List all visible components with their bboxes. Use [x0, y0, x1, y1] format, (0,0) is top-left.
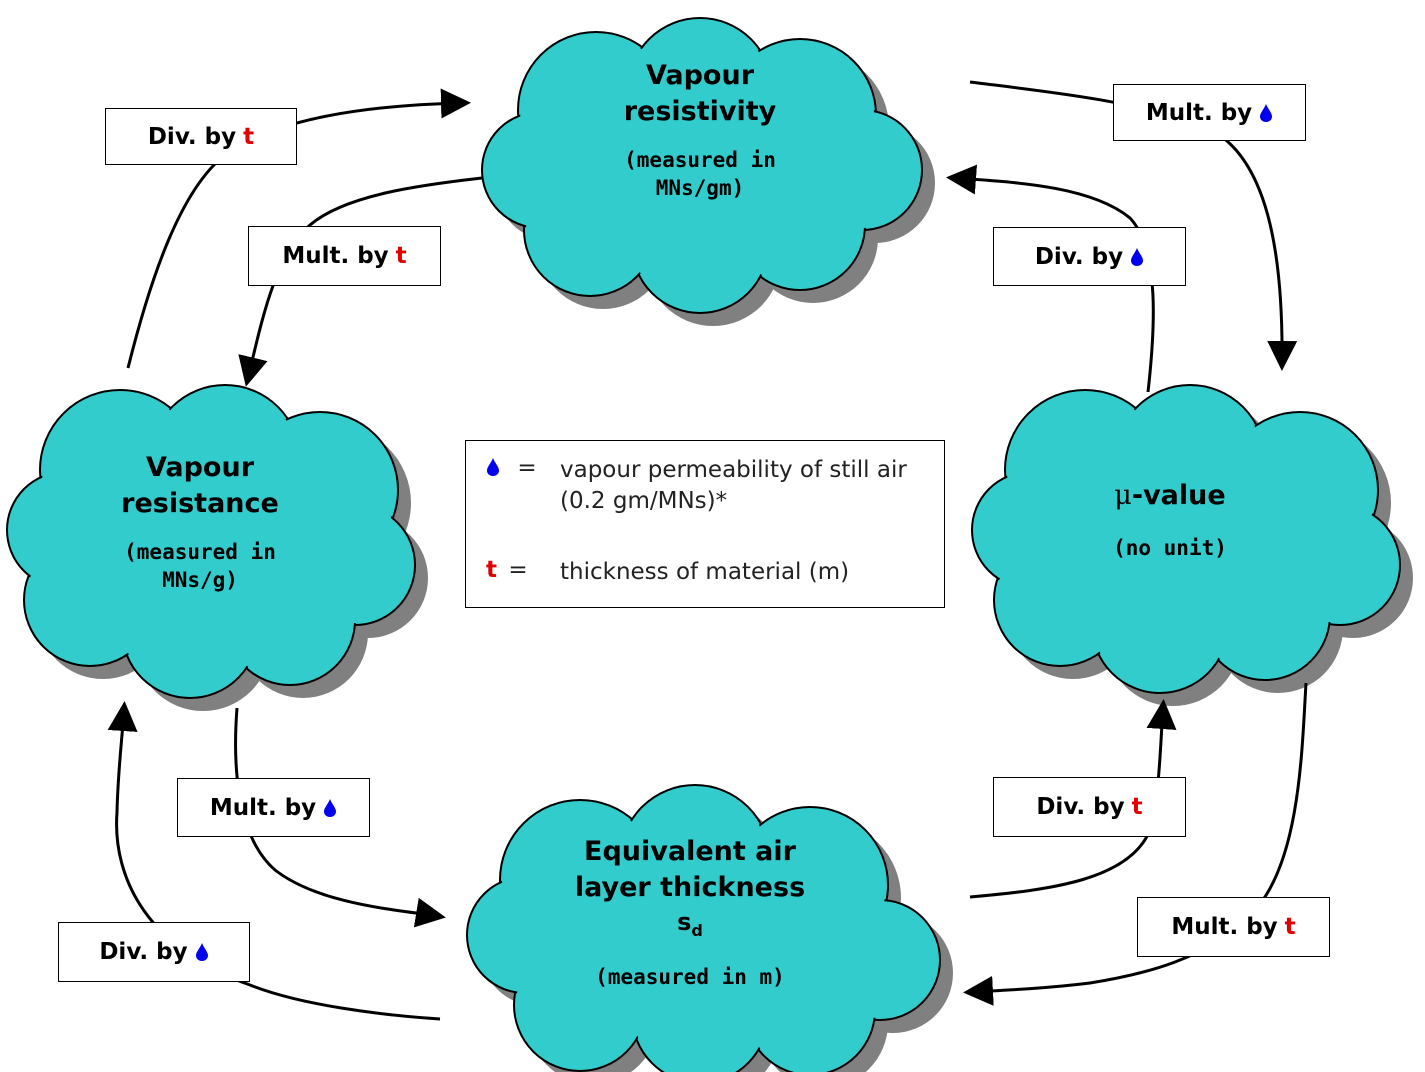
node-title-line2: resistance — [121, 488, 279, 519]
legend-key-t: t = — [486, 557, 560, 588]
op-resistivity-to-mu: Mult. by — [1113, 84, 1306, 141]
op-label: Div. by — [99, 939, 188, 965]
thickness-symbol: t — [1284, 914, 1296, 940]
water-drop-icon — [1131, 247, 1144, 266]
node-unit: (measured in m) — [595, 965, 785, 989]
legend-desc-thickness: thickness of material (m) — [560, 559, 850, 585]
water-drop-icon — [487, 458, 499, 476]
mu-title-text: -value — [1131, 480, 1226, 511]
op-label: Div. by — [1036, 794, 1125, 820]
sd-subscript: d — [691, 921, 703, 940]
op-label: Mult. by — [209, 794, 317, 821]
legend-equals: = — [508, 557, 528, 583]
op-label: Div. by — [1034, 243, 1124, 270]
node-title-line1: Vapour — [145, 452, 255, 483]
clouds — [6, 17, 1401, 1072]
op-resistance-to-sd: Mult. by — [177, 778, 370, 837]
op-mu-to-resistivity: Div. by — [993, 227, 1186, 286]
thickness-symbol: t — [395, 243, 407, 269]
node-symbol: sd — [540, 906, 840, 947]
cloud-mu-value — [971, 384, 1401, 694]
legend: = vapour permeability of still air (0.2 … — [465, 440, 945, 608]
water-drop-icon — [1260, 103, 1273, 122]
node-title: μ-value — [1030, 478, 1310, 514]
sd-symbol: s — [677, 908, 692, 936]
water-drop-icon — [195, 943, 208, 961]
legend-desc-permeability: vapour permeability of still air (0.2 gm… — [560, 457, 907, 514]
arrow-resistivity-to-resistance — [238, 176, 483, 387]
water-drop-icon — [324, 798, 337, 817]
arrow-mu-to-resistivity — [946, 164, 1155, 393]
cloud-vapour-resistance — [6, 384, 416, 699]
legend-t-symbol: t — [486, 557, 497, 583]
cloud-vapour-resistivity — [481, 17, 923, 314]
node-title-line1: Vapour — [645, 60, 755, 91]
op-label: Div. by — [147, 123, 237, 150]
op-label: Mult. by — [1171, 914, 1278, 940]
node-unit-line2: MNs/gm) — [655, 176, 745, 200]
node-unit-line1: (measured in — [624, 148, 776, 172]
node-unit-line2: MNs/g) — [162, 568, 238, 592]
legend-row-thickness: t = thickness of material (m) — [486, 557, 930, 588]
node-title-line2: layer thickness — [574, 872, 806, 903]
thickness-symbol: t — [243, 123, 255, 150]
node-equivalent-air-layer: Equivalent air layer thickness sd (measu… — [540, 834, 840, 991]
mu-symbol: μ — [1114, 480, 1132, 511]
op-label: Mult. by — [1145, 99, 1253, 126]
op-sd-to-resistance: Div. by — [58, 922, 250, 982]
node-vapour-resistivity: Vapour resistivity (measured in MNs/gm) — [560, 58, 840, 202]
node-title-line2: resistivity — [623, 96, 777, 127]
legend-key-drop: = — [486, 455, 560, 517]
thickness-symbol: t — [1131, 794, 1143, 820]
node-vapour-resistance: Vapour resistance (measured in MNs/g) — [60, 450, 340, 594]
legend-row-permeability: = vapour permeability of still air (0.2 … — [486, 455, 930, 517]
node-unit-line1: (measured in — [124, 540, 276, 564]
op-label: Mult. by — [282, 243, 389, 269]
node-title-line1: Equivalent air — [584, 836, 796, 867]
cloud-equivalent-air-layer — [466, 784, 941, 1072]
legend-equals: = — [517, 455, 537, 481]
node-mu-value: μ-value (no unit) — [1030, 478, 1310, 562]
node-unit: (no unit) — [1113, 536, 1227, 560]
arrow-resistance-to-sd — [234, 707, 446, 928]
